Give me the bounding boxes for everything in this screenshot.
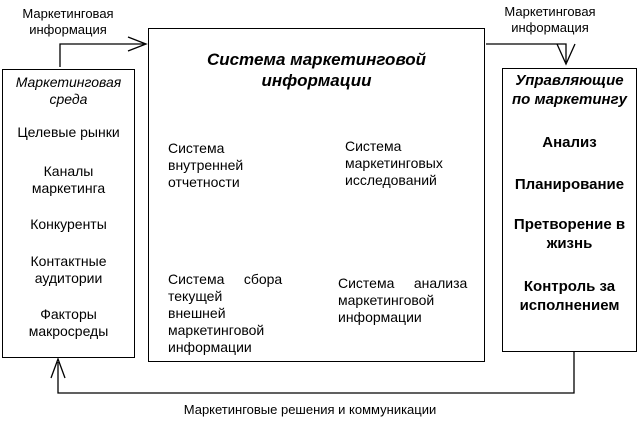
decisions-label: Маркетинговые решения и коммуникации xyxy=(183,402,437,417)
managers-item-planning: Планирование xyxy=(514,176,625,193)
arrow-environment-to-system xyxy=(59,43,144,67)
environment-item-target-markets: Целевые рынки xyxy=(17,124,120,140)
managers-item-analysis: Анализ xyxy=(542,134,597,151)
arrow-system-to-managers xyxy=(486,43,567,62)
arrow-managers-to-environment xyxy=(57,352,575,394)
environment-item-competitors: Конкуренты xyxy=(30,216,107,232)
